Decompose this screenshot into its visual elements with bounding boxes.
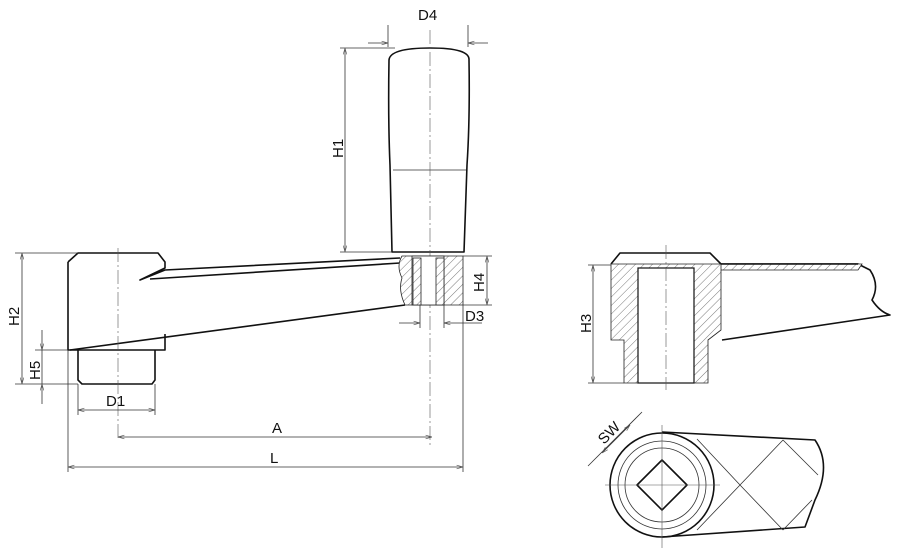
grip-side-view: [387, 30, 471, 445]
dim-label-d4: D4: [418, 7, 437, 24]
dim-label-h4: H4: [471, 273, 488, 292]
dim-label-a: A: [272, 420, 282, 437]
dim-label-h3: H3: [578, 314, 595, 333]
dim-label-h5: H5: [27, 361, 44, 380]
dim-label-d3: D3: [465, 308, 484, 325]
dimension-lines: [15, 25, 492, 472]
dim-label-sw: SW: [595, 418, 625, 448]
dim-label-d1: D1: [106, 393, 125, 410]
crank-arm-side-view: [67, 248, 464, 440]
dim-label-h1: H1: [330, 139, 347, 158]
hub-section-view: [588, 245, 891, 390]
hub-top-view: [587, 411, 825, 548]
dim-label-h2: H2: [6, 307, 23, 326]
dim-label-l: L: [270, 450, 278, 467]
